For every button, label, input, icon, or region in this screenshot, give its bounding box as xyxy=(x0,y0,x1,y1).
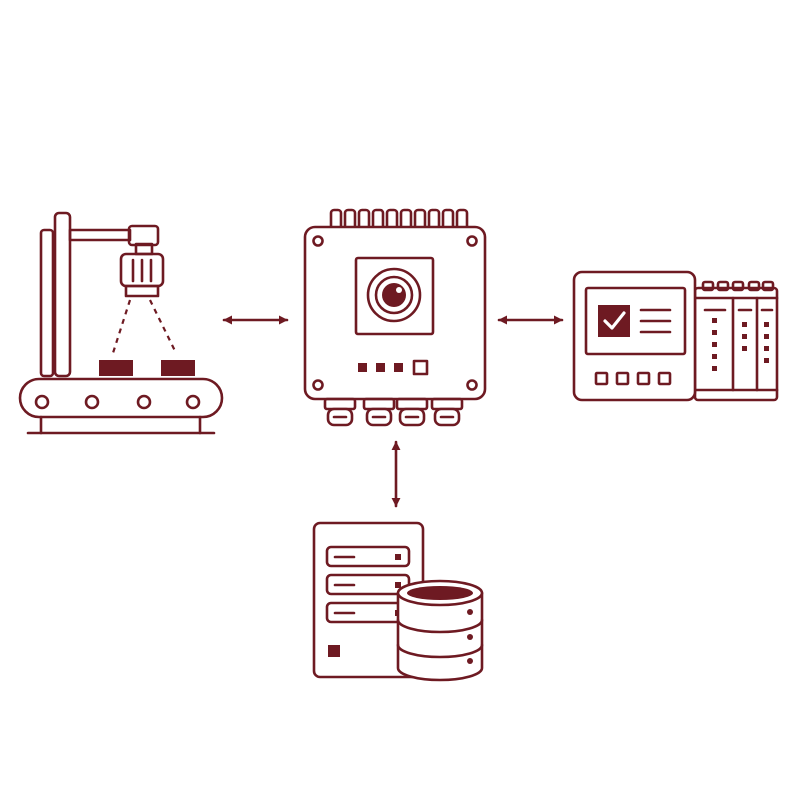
status-led-1 xyxy=(358,363,367,372)
product-box-2 xyxy=(161,360,195,376)
database-icon xyxy=(396,579,484,682)
server-drive-1 xyxy=(325,545,411,568)
hmi-plc-icon xyxy=(572,270,779,402)
status-led-2 xyxy=(376,363,385,372)
frame-arm xyxy=(68,228,132,242)
hmi-button-4 xyxy=(657,371,672,386)
check-icon xyxy=(598,305,630,337)
hmi-button-3 xyxy=(636,371,651,386)
vision-controller-icon xyxy=(303,208,487,427)
status-led-4 xyxy=(412,359,429,376)
server-power-led xyxy=(328,645,340,657)
status-led-3 xyxy=(394,363,403,372)
product-box-1 xyxy=(99,360,133,376)
hmi-button-1 xyxy=(594,371,609,386)
io-connectors xyxy=(323,397,464,427)
frame-post xyxy=(39,228,55,378)
frame-column xyxy=(53,211,72,378)
hmi-panel xyxy=(572,270,697,402)
lens-center xyxy=(382,283,406,307)
camera-mount xyxy=(127,224,160,247)
conveyor-belt xyxy=(18,377,224,419)
hmi-button-2 xyxy=(615,371,630,386)
lens-outer xyxy=(366,267,422,323)
hmi-screen xyxy=(584,286,687,356)
camera-window xyxy=(354,256,435,336)
plc-modules xyxy=(693,280,779,402)
camera-lens xyxy=(124,284,160,298)
conveyor-camera-icon xyxy=(18,211,224,435)
server-database-icon xyxy=(312,521,484,682)
